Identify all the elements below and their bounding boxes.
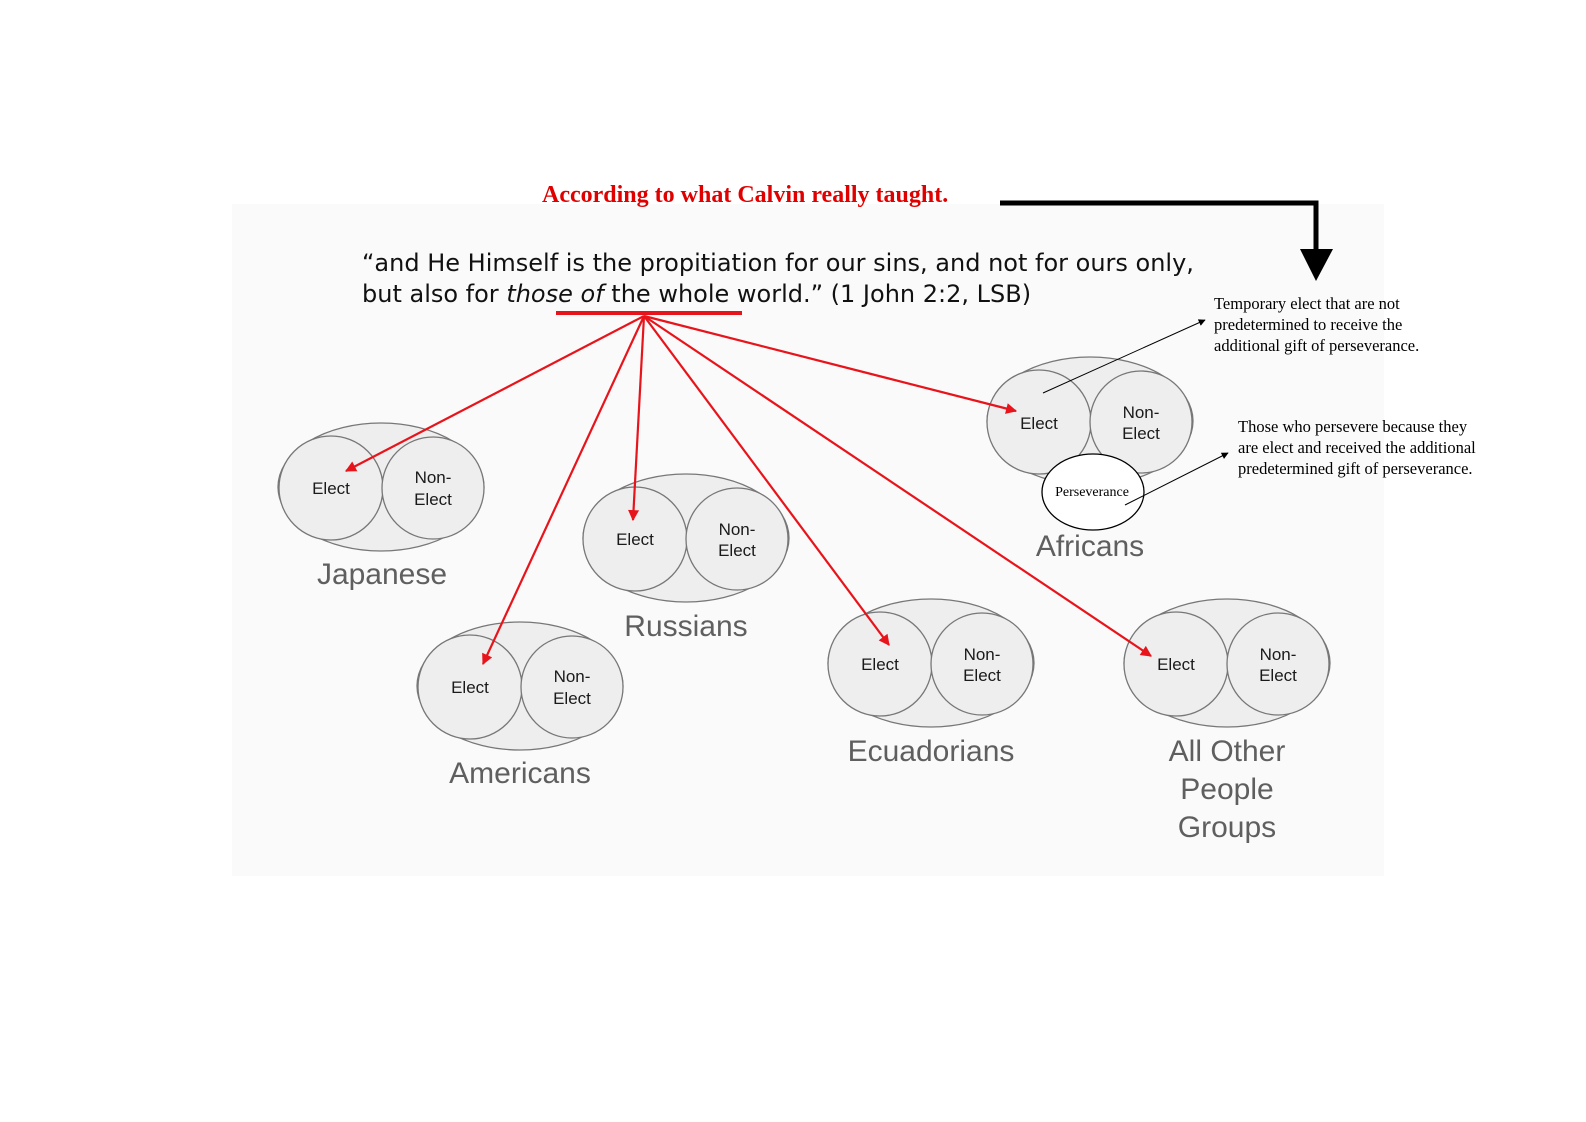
arrow-to-all-other-elect: [643, 315, 1152, 657]
non-elect-label: Elect: [1122, 424, 1160, 443]
persevere-note: Those who persevere because they are ele…: [1238, 416, 1476, 479]
headline-bracket-arrow: [1000, 200, 1333, 281]
group-name-americans: Americans: [449, 757, 591, 790]
non-elect-circle: [930, 612, 1034, 716]
pointer-persevere: [1124, 452, 1229, 506]
arrow-to-americans-elect: [482, 315, 645, 665]
non-elect-label: Non-: [964, 645, 1001, 664]
pointer-temporary-elect: [1042, 319, 1206, 394]
quote-emphasis: the whole world.: [611, 280, 811, 308]
elect-label: Elect: [451, 678, 489, 697]
group-ecuadorians: Elect Non- Elect Ecuadorians: [827, 598, 1035, 768]
quote-italic: those of: [506, 280, 604, 308]
elect-label: Elect: [861, 655, 899, 674]
note-line: Temporary elect that are not: [1214, 294, 1400, 313]
group-name-all-other: People: [1180, 773, 1273, 806]
arrow-to-japanese-elect: [345, 315, 645, 472]
group-name-all-other: Groups: [1178, 811, 1276, 844]
elect-label: Elect: [312, 479, 350, 498]
perseverance-label: Perseverance: [1055, 485, 1129, 500]
non-elect-circle: [520, 635, 624, 739]
non-elect-label: Non-: [554, 667, 591, 686]
non-elect-circle: [685, 487, 789, 591]
red-arrows: [345, 314, 1152, 665]
arrow-to-russians-elect: [628, 315, 646, 522]
group-all-other: Elect Non- Elect All Other People Groups: [1123, 598, 1331, 844]
non-elect-label: Elect: [414, 490, 452, 509]
group-name-africans: Africans: [1036, 530, 1144, 563]
elect-label: Elect: [616, 530, 654, 549]
non-elect-label: Elect: [1259, 666, 1297, 685]
note-line: Those who persevere because they: [1238, 417, 1468, 436]
group-name-japanese: Japanese: [317, 558, 447, 591]
perseverance-ellipse: [1041, 453, 1145, 531]
quote-text: “and He Himself is the propitiation for …: [362, 249, 1194, 308]
non-elect-circle: [381, 436, 485, 540]
headline: According to what Calvin really taught.: [542, 182, 949, 208]
arrow-to-africans-elect: [643, 314, 1018, 414]
arrow-to-ecuadorians-elect: [643, 315, 890, 646]
quote-reference: ” (1 John 2:2, LSB): [810, 280, 1032, 308]
non-elect-label: Non-: [1123, 403, 1160, 422]
group-name-ecuadorians: Ecuadorians: [848, 735, 1015, 768]
non-elect-circle: [1089, 370, 1193, 474]
non-elect-label: Non-: [415, 468, 452, 487]
group-japanese: Elect Non- Elect Japanese: [277, 422, 485, 591]
non-elect-circle: [1226, 612, 1330, 716]
note-line: are elect and received the additional: [1238, 438, 1476, 457]
scripture-quote: “and He Himself is the propitiation for …: [362, 248, 1222, 310]
non-elect-label: Elect: [718, 541, 756, 560]
note-line: predetermined gift of perseverance.: [1238, 459, 1473, 478]
non-elect-label: Non-: [1260, 645, 1297, 664]
group-americans: Elect Non- Elect Americans: [416, 621, 624, 790]
group-name-russians: Russians: [624, 610, 747, 643]
group-russians: Elect Non- Elect Russians: [582, 473, 790, 643]
note-line: additional gift of perseverance.: [1214, 336, 1420, 355]
non-elect-label: Elect: [553, 689, 591, 708]
non-elect-label: Elect: [963, 666, 1001, 685]
note-line: predetermined to receive the: [1214, 315, 1403, 334]
group-africans: Elect Non- Elect Perseverance Africans: [986, 356, 1194, 563]
group-name-all-other: All Other: [1169, 735, 1286, 768]
elect-label: Elect: [1157, 655, 1195, 674]
elect-label: Elect: [1020, 414, 1058, 433]
non-elect-label: Non-: [719, 520, 756, 539]
temporary-elect-note: Temporary elect that are not predetermin…: [1214, 293, 1419, 356]
